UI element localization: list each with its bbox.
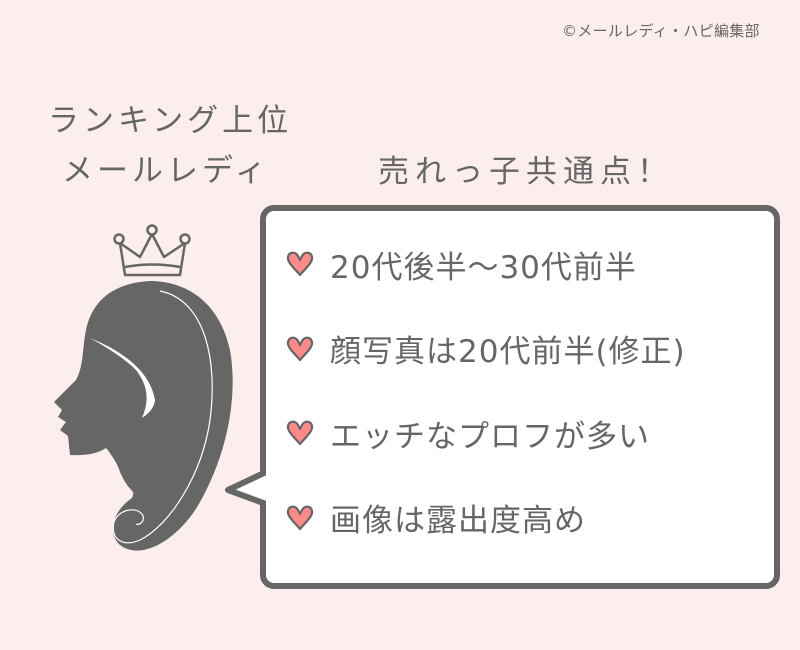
- heart-icon: [286, 505, 314, 530]
- speech-bubble-tail: [225, 468, 272, 508]
- ranking-title-line2: メールレディ: [62, 153, 270, 189]
- list-item: 20代後半〜30代前半: [284, 246, 686, 286]
- heart-icon: [286, 251, 314, 277]
- point-text: 20代後半〜30代前半: [330, 249, 637, 286]
- point-text: 画像は露出度高め: [330, 503, 586, 539]
- speech-bubble: [260, 205, 780, 589]
- list-item: 顔写真は20代前半(修正): [284, 331, 686, 370]
- point-text: 顔写真は20代前半(修正): [330, 334, 686, 370]
- crown-icon: [113, 224, 191, 277]
- list-item: 画像は露出度高め: [284, 500, 686, 539]
- point-text: エッチなプロフが多い: [330, 418, 650, 455]
- heart-icon: [286, 336, 314, 361]
- ranking-title-line1: ランキング上位: [48, 103, 293, 139]
- heart-icon: [286, 420, 314, 446]
- common-points-list: 20代後半〜30代前半 顔写真は20代前半(修正) エッチなプロフが多い 画像は…: [284, 246, 686, 584]
- list-item: エッチなプロフが多い: [284, 415, 686, 455]
- common-points-title: 売れっ子共通点！: [378, 154, 674, 190]
- woman-silhouette-with-crown-icon: [54, 224, 233, 551]
- copyright-credit: ©メールレディ・ハピ編集部: [562, 22, 760, 40]
- ranking-title: ランキング上位 メールレディ: [48, 96, 292, 196]
